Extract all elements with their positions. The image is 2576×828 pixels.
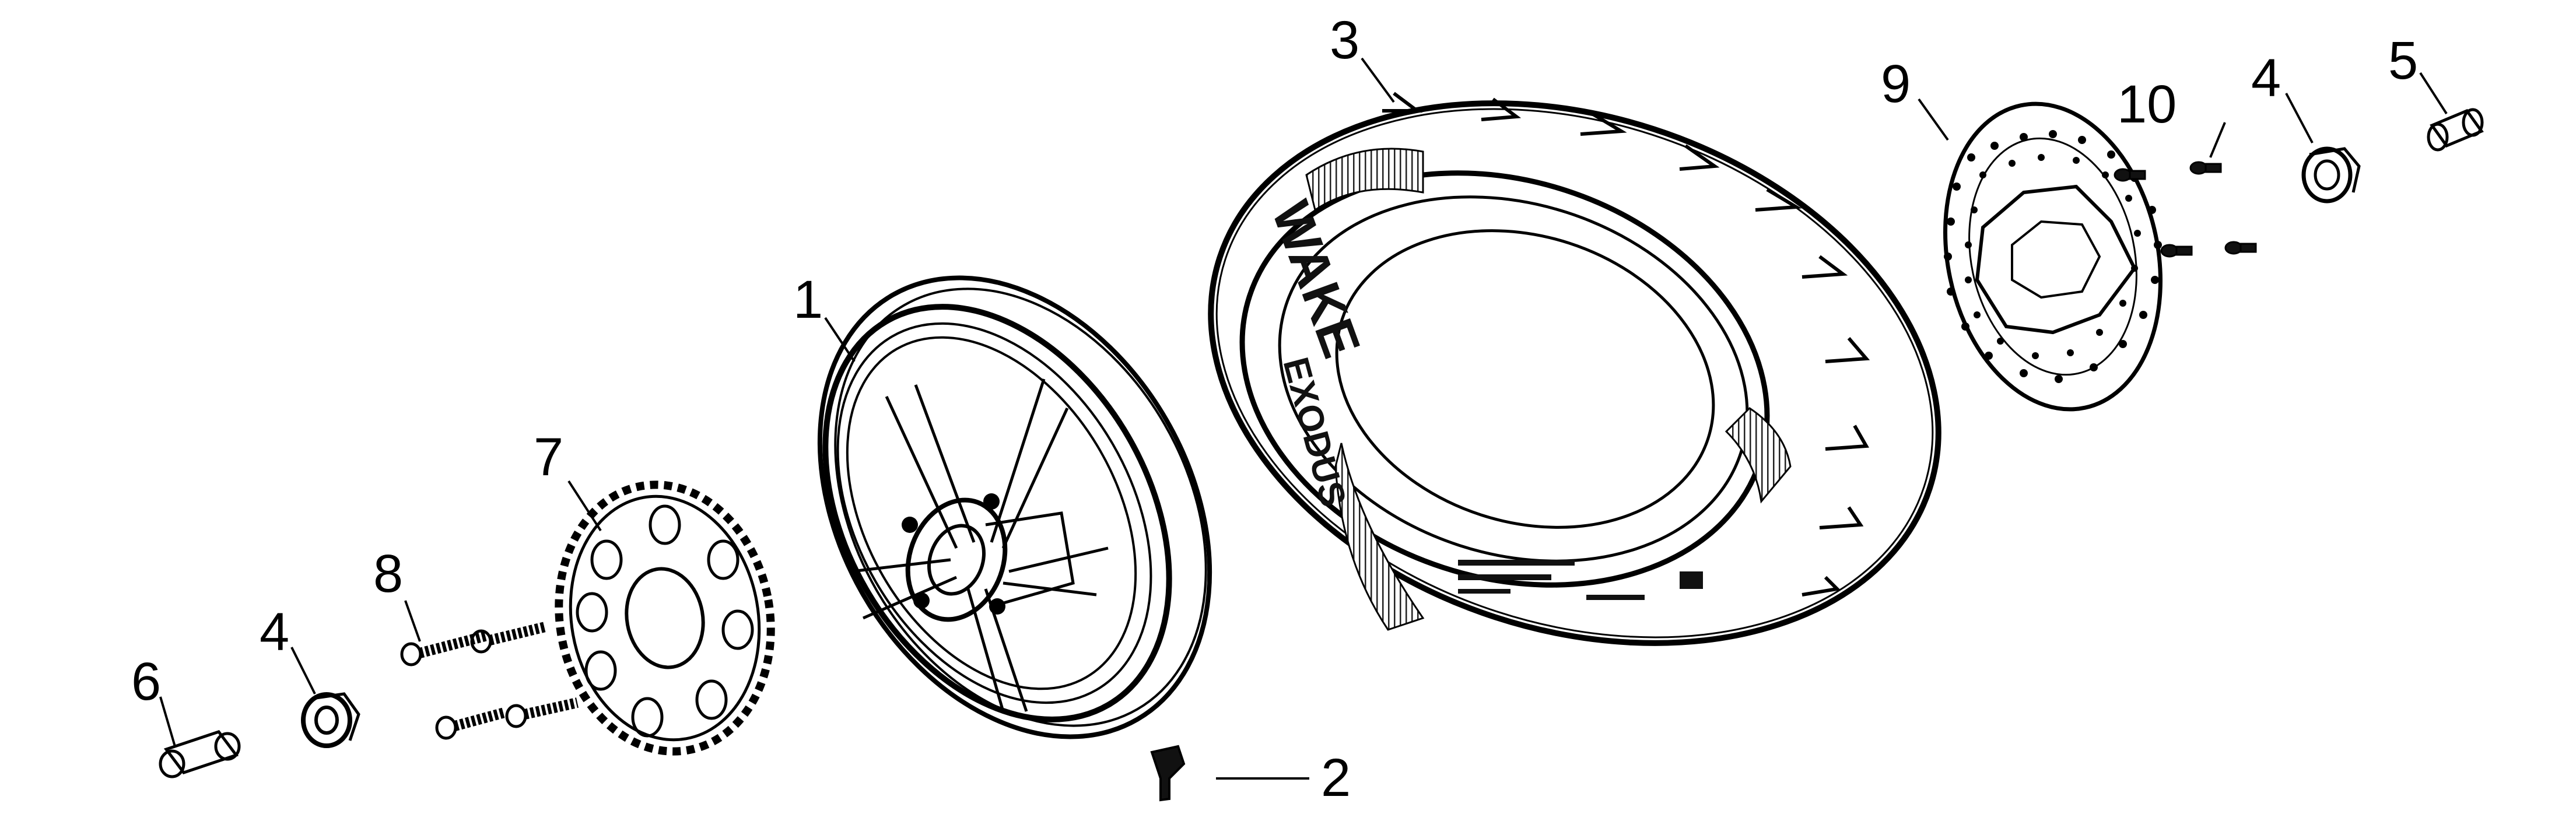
callout-10: 10 bbox=[2117, 75, 2177, 134]
callout-2: 2 bbox=[1321, 748, 1351, 808]
sprocket-bolt bbox=[505, 697, 579, 728]
tread-cut-marks bbox=[1382, 92, 1870, 597]
tyre-brand: WAKE bbox=[1260, 194, 1371, 365]
sprocket-bolt bbox=[435, 707, 506, 740]
valve bbox=[1150, 745, 1309, 802]
disc-bolt bbox=[2114, 168, 2146, 182]
disc-bolt bbox=[2160, 244, 2193, 258]
disc-bolt bbox=[2189, 161, 2222, 175]
callouts: 1 2 3 4 4 5 6 7 8 9 10 bbox=[131, 10, 2418, 808]
sprocket-bolts bbox=[400, 622, 579, 740]
callout-4-right: 4 bbox=[2251, 48, 2281, 108]
callout-6: 6 bbox=[131, 652, 161, 711]
bearing-left bbox=[301, 692, 360, 748]
brake-disc bbox=[1943, 101, 2163, 412]
callout-5: 5 bbox=[2388, 31, 2418, 90]
disc-drill-holes bbox=[1944, 130, 2162, 383]
callout-7: 7 bbox=[534, 427, 563, 487]
callout-9: 9 bbox=[1881, 54, 1911, 114]
callout-8: 8 bbox=[373, 544, 403, 604]
tyre-sidewall-markings bbox=[1458, 560, 1703, 600]
callout-1: 1 bbox=[793, 270, 823, 329]
spacer-left bbox=[159, 730, 241, 778]
callout-4-left: 4 bbox=[260, 602, 289, 662]
leader-lines bbox=[159, 57, 2448, 747]
sprocket-holes bbox=[576, 504, 754, 738]
sprocket-bolt bbox=[470, 622, 547, 654]
disc-bolt bbox=[2224, 241, 2257, 255]
rim-hub bbox=[902, 493, 1075, 622]
callout-3: 3 bbox=[1330, 10, 1359, 70]
bearing-right bbox=[2301, 146, 2361, 204]
rim-spokes bbox=[851, 378, 1109, 712]
tyre: WAKE EXODUS bbox=[1208, 92, 1941, 646]
sprocket-bolt bbox=[400, 630, 489, 666]
rim bbox=[817, 275, 1212, 739]
spacer-right bbox=[2427, 108, 2484, 152]
sprocket bbox=[555, 480, 775, 756]
disc-bolts bbox=[2114, 161, 2257, 258]
